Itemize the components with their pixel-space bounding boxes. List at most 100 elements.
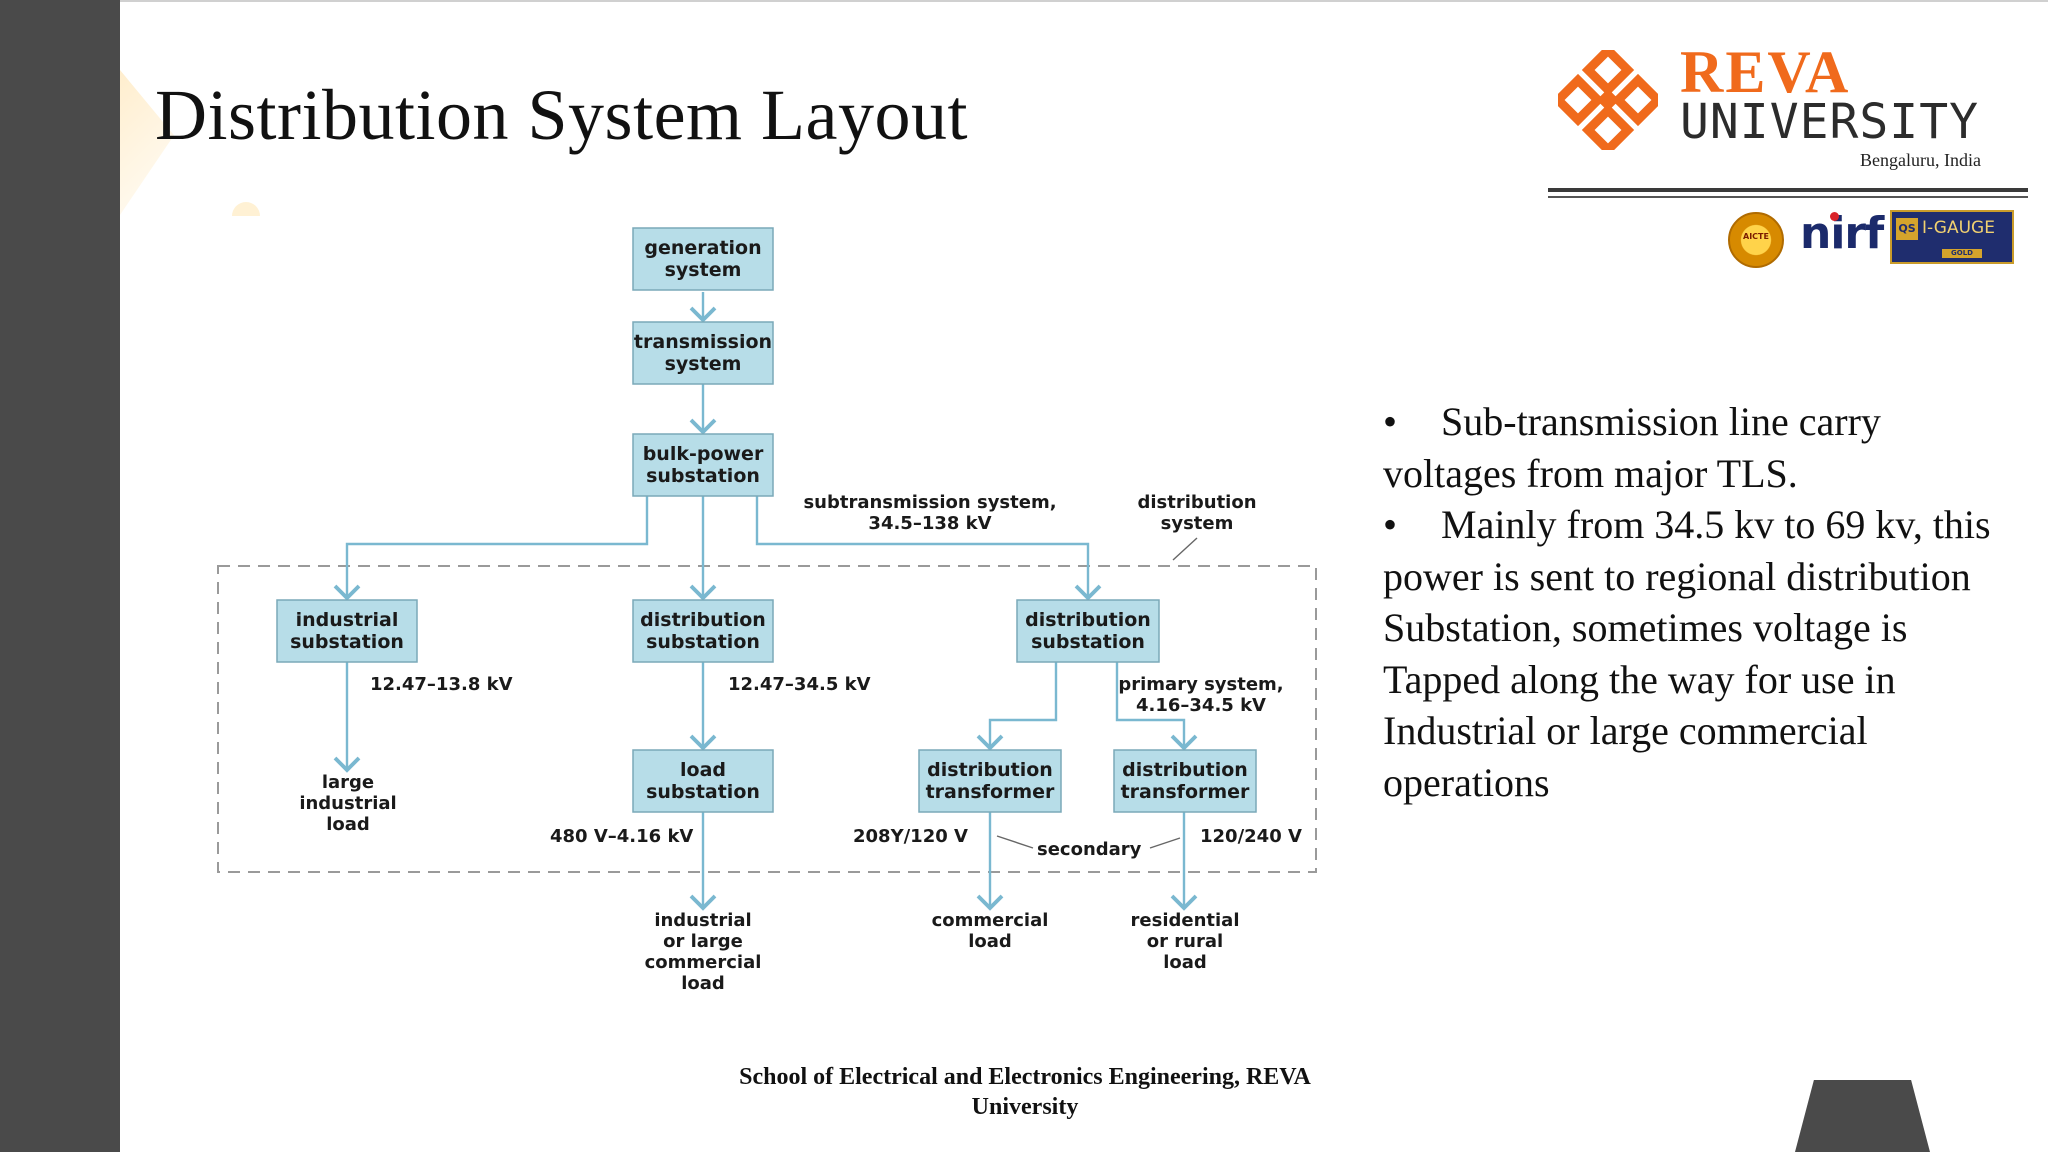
label-primary-line1: primary system,	[1118, 674, 1283, 695]
node-trleft-line1: distribution	[927, 759, 1053, 781]
leader-secondary-right	[1149, 837, 1181, 849]
logo-subname: UNIVERSITY	[1680, 94, 1979, 150]
footer-line1: School of Electrical and Electronics Eng…	[739, 1064, 1311, 1090]
load-large-industrial-line3: load	[326, 814, 370, 835]
load-residential-line1: residential	[1131, 910, 1240, 931]
bullet-item-1: • Sub-transmission line carry voltages fr…	[1383, 396, 2043, 499]
node-industrial-substation: industrial substation	[276, 599, 418, 663]
node-generation-system: generation system	[632, 227, 774, 291]
load-commercial-line1: commercial	[932, 910, 1049, 931]
load-indcom-line1: industrial	[654, 910, 751, 931]
node-distribution-substation-right: distribution substation	[1016, 599, 1160, 663]
aicte-badge-text: AICTE	[1743, 232, 1769, 241]
node-distright-line2: substation	[1031, 631, 1145, 653]
nirf-badge: nirf	[1800, 208, 1884, 259]
bullet-2-line6: operations	[1383, 759, 1550, 805]
node-transmission-line2: system	[665, 353, 742, 375]
left-sidebar-bar	[0, 0, 120, 1152]
load-residential-line2: or rural	[1147, 931, 1223, 952]
label-subtransmission-line1: subtransmission system,	[803, 492, 1056, 513]
bullet-2-line2: power is sent to regional distribution	[1383, 553, 1971, 599]
bullet-1-line1: Sub-transmission line carry	[1441, 399, 1881, 444]
label-primary-system: primary system, 4.16–34.5 kV	[1118, 674, 1283, 716]
bullet-marker: •	[1383, 502, 1398, 547]
node-trright-line2: transformer	[1121, 781, 1250, 803]
gold-text: GOLD	[1942, 249, 1982, 258]
label-distsys-line1: distribution	[1137, 492, 1256, 513]
igauge-text: I-GAUGE	[1922, 218, 1995, 238]
decorative-dot	[232, 202, 260, 216]
bullet-2-line5: Industrial or large commercial	[1383, 708, 1868, 753]
qs-igauge-badge: QS I-GAUGE GOLD	[1890, 210, 2014, 264]
university-logo: REVA UNIVERSITY Bengaluru, India	[1548, 38, 2028, 268]
distribution-diagram: generation system transmission system bu…	[217, 227, 1317, 994]
edge-bulk-industrial	[333, 496, 649, 601]
decorative-corner-shape	[1795, 1080, 1930, 1152]
bullet-1-line2: voltages from major TLS.	[1383, 450, 1798, 496]
label-secondary: secondary	[1037, 839, 1142, 860]
node-distribution-transformer-left: distribution transformer	[918, 749, 1062, 813]
top-border-line	[120, 0, 2048, 2]
node-trleft-line2: transformer	[926, 781, 1055, 803]
label-voltage-120: 120/240 V	[1200, 826, 1302, 847]
load-indcom-line3: commercial	[645, 952, 762, 973]
node-transmission-line1: transmission	[634, 331, 772, 353]
leader-secondary-left	[996, 835, 1034, 849]
node-distright-line1: distribution	[1025, 609, 1151, 631]
nirf-badge-text: nirf	[1800, 208, 1884, 259]
node-bulk-power-substation: bulk-power substation	[632, 433, 774, 497]
node-distribution-substation-middle: distribution substation	[632, 599, 774, 663]
logo-name: REVA	[1680, 39, 1851, 105]
bullet-2-line1: Mainly from 34.5 kv to 69 kv, this	[1441, 502, 1991, 547]
load-large-industrial: large industrial load	[299, 772, 396, 835]
logo-location: Bengaluru, India	[1860, 150, 1981, 170]
load-large-industrial-line2: industrial	[299, 793, 396, 814]
qs-text: QS	[1896, 218, 1918, 240]
slide-title: Distribution System Layout	[155, 75, 968, 155]
logo-divider-thin	[1548, 196, 2028, 198]
load-commercial-line2: load	[968, 931, 1012, 952]
load-indcom-line4: load	[681, 973, 725, 994]
label-distsys-line2: system	[1161, 513, 1234, 534]
leader-distribution-system	[1172, 537, 1198, 561]
label-voltage-industrial: 12.47–13.8 kV	[370, 674, 513, 695]
label-voltage-middle: 12.47–34.5 kV	[728, 674, 871, 695]
load-commercial: commercial load	[932, 910, 1049, 952]
label-subtransmission-line2: 34.5–138 kV	[868, 513, 991, 534]
label-subtransmission: subtransmission system, 34.5–138 kV	[803, 492, 1056, 534]
footer-line2: University	[971, 1094, 1079, 1120]
bullet-2-line3: Substation, sometimes voltage is	[1383, 605, 1908, 650]
node-distmid-line1: distribution	[640, 609, 766, 631]
node-industrial-line1: industrial	[296, 609, 399, 631]
reva-knot-icon	[1558, 50, 1658, 150]
load-indcom-line2: or large	[663, 931, 743, 952]
aicte-badge: AICTE	[1728, 212, 1784, 268]
load-industrial-commercial: industrial or large commercial load	[645, 910, 762, 994]
edge-bulk-distright	[755, 496, 1102, 601]
node-loadsub-line2: substation	[646, 781, 760, 803]
edge-distright-trright	[1115, 662, 1198, 751]
bullet-2-line4: Tapped along the way for use in	[1383, 656, 1896, 702]
node-generation-line2: system	[665, 259, 742, 281]
node-generation-line1: generation	[644, 237, 761, 259]
accreditation-badges: AICTE nirf QS I-GAUGE GOLD	[1728, 208, 2018, 268]
label-voltage-208: 208Y/120 V	[853, 826, 968, 847]
node-distribution-transformer-right: distribution transformer	[1113, 749, 1257, 813]
edge-distright-trleft	[976, 662, 1058, 751]
nirf-dot	[1830, 212, 1839, 221]
label-primary-line2: 4.16–34.5 kV	[1136, 695, 1266, 716]
load-large-industrial-line1: large	[322, 772, 374, 793]
node-load-substation: load substation	[632, 749, 774, 813]
slide-footer: School of Electrical and Electronics Eng…	[680, 1062, 1370, 1122]
node-trright-line1: distribution	[1122, 759, 1248, 781]
node-bulk-line2: substation	[646, 465, 760, 487]
bullet-list: • Sub-transmission line carry voltages fr…	[1383, 396, 2043, 808]
node-loadsub-line1: load	[680, 759, 726, 781]
node-industrial-line2: substation	[290, 631, 404, 653]
label-distribution-system: distribution system	[1137, 492, 1256, 534]
node-distmid-line2: substation	[646, 631, 760, 653]
load-residential-line3: load	[1163, 952, 1207, 973]
bullet-marker: •	[1383, 399, 1398, 444]
logo-divider	[1548, 188, 2028, 192]
distribution-system-boundary	[217, 565, 1317, 873]
